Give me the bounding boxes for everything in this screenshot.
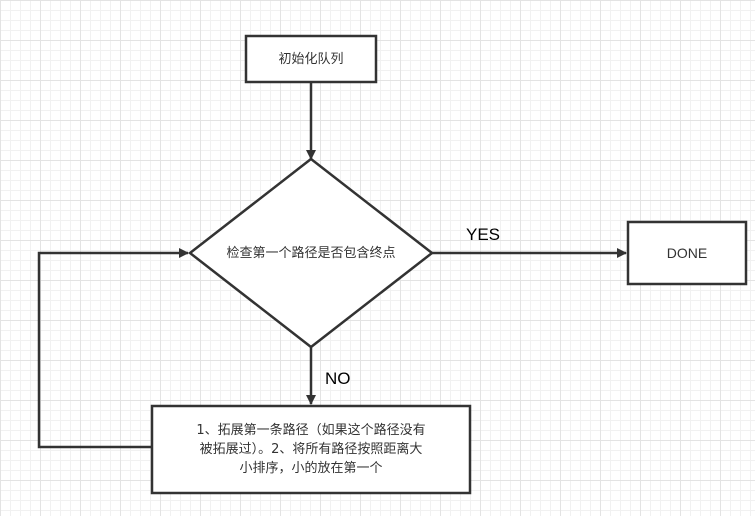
expand-node-label: 1、拓展第一条路径（如果这个路径没有 被拓展过）。2、将所有路径按照距离大 小排… [152,406,470,493]
start-node-box[interactable] [244,34,378,84]
start-node-label: 初始化队列 [278,51,344,67]
done-node-box[interactable] [626,220,748,286]
done-node-label: DONE [666,244,708,261]
expand-node-label-line-1: 1、拓展第一条路径（如果这个路径没有 [196,423,426,438]
check-decision-label: 检查第一个路径是否包含终点 [226,245,396,261]
yes-edge-label: YES [466,225,501,244]
expand-node-label-line-2: 被拓展过）。2、将所有路径按照距离大 [199,442,423,457]
edge-expand-loop-to-check [37,248,189,449]
expand-node-label-line-3: 小排序，小的放在第一个 [239,461,383,476]
expand-node-box[interactable] [150,404,472,495]
no-edge-label: NO [325,369,351,388]
